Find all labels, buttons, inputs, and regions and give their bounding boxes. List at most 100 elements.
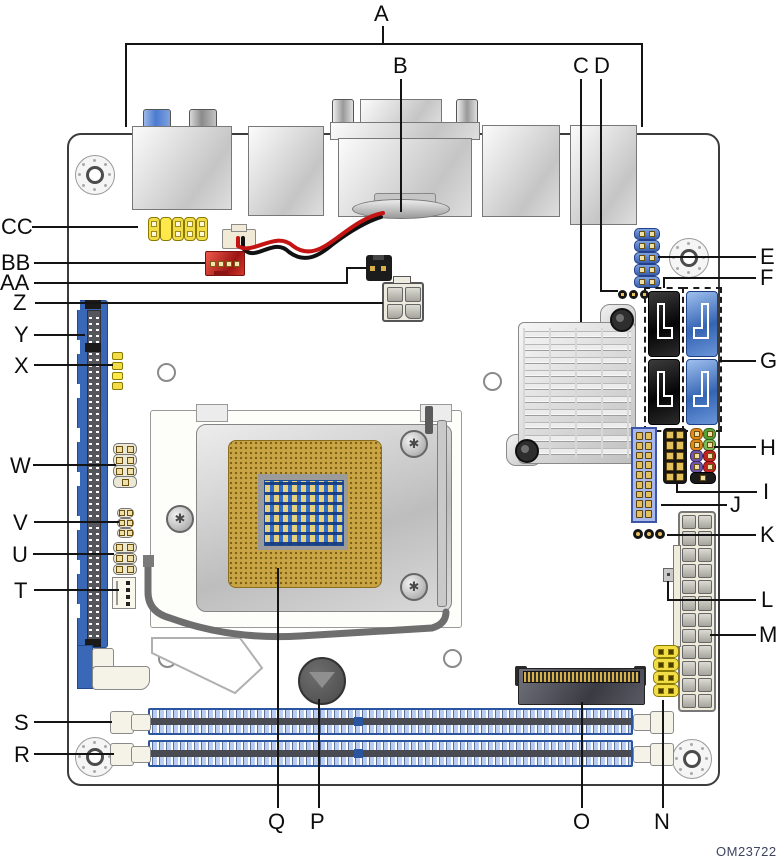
- callout-line-e: [658, 256, 756, 258]
- callout-line-q: [277, 568, 279, 808]
- callout-label-l: L: [761, 587, 774, 612]
- callout-line-i2: [676, 484, 678, 493]
- dimm-slot-r: [148, 740, 633, 767]
- callout-line-a-tick: [382, 26, 384, 43]
- callout-line-a-right: [641, 43, 643, 127]
- socket-clip-bar-2: [425, 406, 433, 434]
- callout-label-v: V: [13, 510, 28, 535]
- callout-line-b: [400, 79, 402, 212]
- callout-line-aa2: [346, 267, 348, 284]
- callout-label-cc: CC: [1, 214, 33, 239]
- dimm-slot-s: [148, 708, 633, 735]
- callout-line-h: [714, 446, 756, 448]
- callout-label-a: A: [374, 1, 389, 26]
- w-header: [113, 443, 137, 488]
- sata-port-black-2: [648, 359, 680, 425]
- bb-connector: [205, 251, 245, 276]
- minicard-connector: [518, 668, 645, 705]
- atx-power-connector: [678, 511, 716, 712]
- pcie-slot-notches: [72, 300, 80, 648]
- callout-line-x: [34, 364, 113, 366]
- cpu-socket-substrate-frame: [258, 474, 348, 550]
- callout-label-w: W: [10, 453, 31, 478]
- callout-line-a-left: [125, 43, 127, 127]
- callout-line-n: [662, 700, 664, 808]
- callout-label-s: S: [14, 710, 29, 735]
- mounting-hole-bottom-right: [672, 739, 712, 779]
- rear-port-block-2: [482, 125, 560, 217]
- callout-line-y: [34, 334, 85, 336]
- callout-label-bb: BB: [1, 250, 31, 275]
- socket-lever: [143, 555, 450, 695]
- sata-port-blue-1: [686, 291, 718, 357]
- socket-screw-top-right: ✱: [400, 430, 428, 458]
- h-front-panel-header: [690, 428, 716, 485]
- callout-line-s: [34, 721, 112, 723]
- e-header: [634, 228, 660, 288]
- pcie-latch-tab: [77, 645, 93, 689]
- callout-line-m: [710, 634, 756, 636]
- callout-line-a: [125, 43, 643, 45]
- callout-label-c: C: [573, 53, 589, 78]
- mounting-hole-top-left: [75, 155, 115, 195]
- aa-connector: [366, 255, 392, 281]
- callout-line-v: [34, 521, 119, 523]
- callout-line-o: [581, 702, 583, 808]
- atx-connector-ridge: [673, 545, 681, 647]
- callout-label-r: R: [14, 742, 30, 767]
- cpu-socket-tab-tl: [196, 404, 228, 422]
- socket-clip-bar-1: [437, 420, 447, 607]
- callout-label-b: B: [393, 53, 408, 78]
- sata-port-black-1: [648, 291, 680, 357]
- callout-line-d2: [600, 290, 618, 292]
- dimm-s-latch-left-nub: [131, 714, 151, 731]
- t-connector: [112, 577, 136, 609]
- u-header: [113, 542, 137, 575]
- z-connector-tab: [393, 276, 411, 284]
- board-hole-1: [157, 363, 176, 382]
- callout-label-n: N: [654, 809, 670, 834]
- callout-label-o: O: [573, 809, 591, 834]
- callout-label-i: I: [763, 479, 770, 504]
- callout-line-r: [34, 753, 114, 755]
- callout-line-t: [34, 589, 119, 591]
- cc-header-group: [148, 217, 210, 241]
- callout-line-l2: [667, 581, 669, 601]
- j-header: [631, 427, 657, 523]
- board-hole-2: [483, 372, 502, 391]
- n-header: [653, 645, 679, 701]
- speaker-wire-connector-tab: [231, 224, 247, 232]
- callout-line-g: [719, 360, 756, 362]
- pcie-slot-end-bottom: [85, 639, 101, 647]
- pcie-slot-end-top: [85, 300, 101, 309]
- callout-label-y: Y: [14, 322, 29, 347]
- socket-screw-bottom-right: ✱: [400, 573, 428, 601]
- callout-line-u: [33, 553, 114, 555]
- callout-line-i: [676, 491, 757, 493]
- callout-label-e: E: [760, 244, 775, 269]
- battery: [298, 657, 346, 705]
- dimm-r-latch-left-nub: [131, 746, 151, 763]
- callout-label-k: K: [760, 522, 775, 547]
- x-header: [112, 352, 123, 392]
- callout-line-w: [33, 464, 116, 466]
- cpu-socket-pad-array: [228, 440, 382, 588]
- callout-line-z: [35, 302, 383, 304]
- callout-label-h: H: [760, 435, 776, 460]
- heatsink-pushpin-bl: [515, 439, 539, 463]
- callout-label-m: M: [759, 622, 778, 647]
- heatsink-fins: [523, 328, 631, 458]
- cpu-socket-die: [264, 480, 344, 546]
- callout-label-t: T: [14, 578, 28, 603]
- k-jumper-pins: [633, 529, 667, 541]
- rear-port-block-1: [248, 126, 324, 216]
- callout-line-k: [667, 534, 756, 536]
- pcie-slot-key: [85, 343, 101, 352]
- callout-line-l: [667, 599, 756, 601]
- callout-label-p: P: [310, 809, 325, 834]
- callout-label-aa: AA: [0, 270, 30, 295]
- mounting-hole-bottom-left: [75, 737, 115, 777]
- figure-part-code: OM23722: [716, 844, 777, 859]
- callout-line-aa3: [346, 267, 367, 269]
